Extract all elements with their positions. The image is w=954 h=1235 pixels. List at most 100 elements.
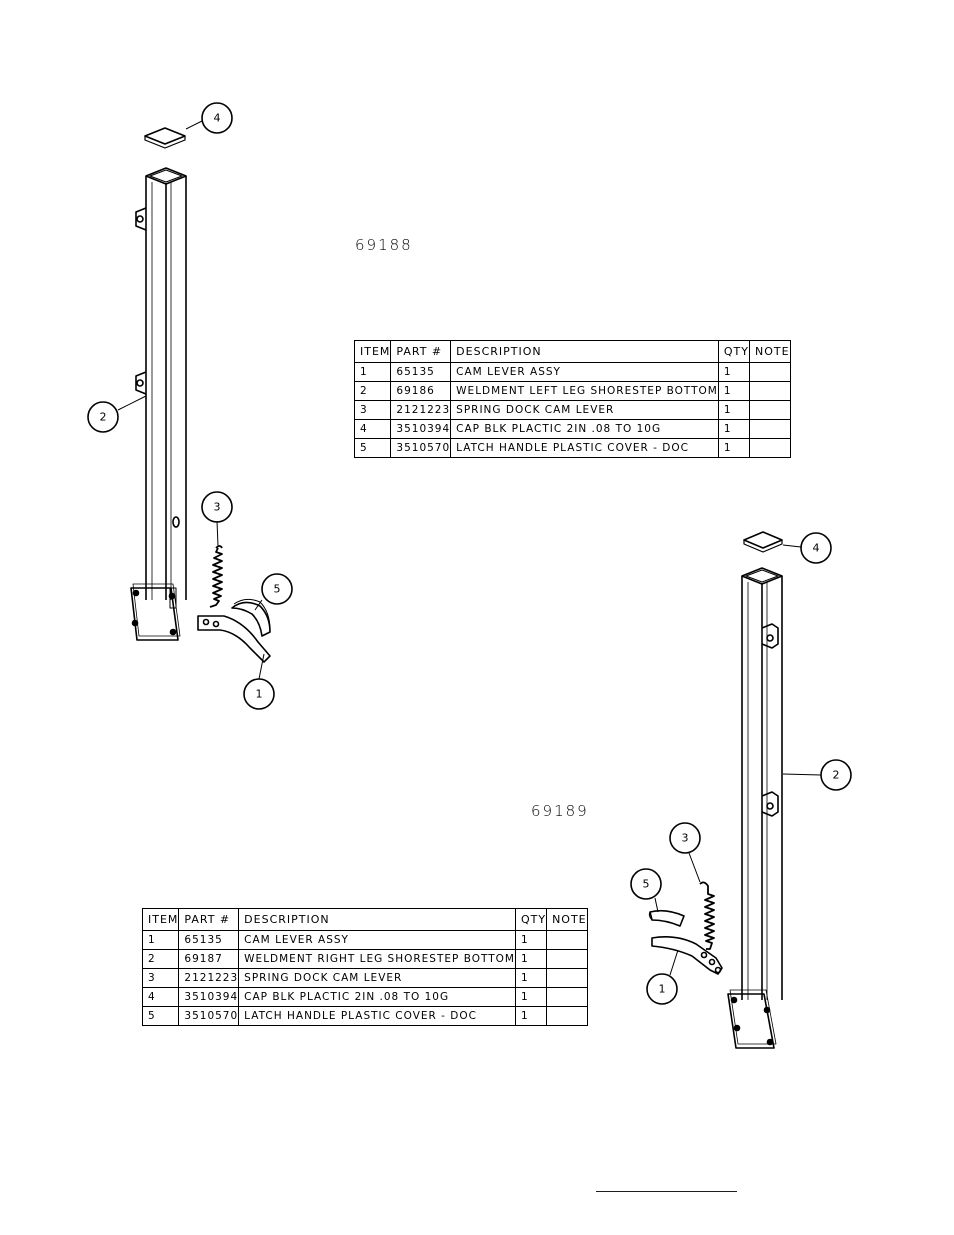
right-balloon-3-circle bbox=[669, 822, 701, 854]
cell-item: 3 bbox=[353, 400, 392, 420]
cell-part: 69187 bbox=[178, 949, 240, 969]
col-desc-header: DESCRIPTION bbox=[238, 908, 516, 931]
cell-item: 1 bbox=[353, 362, 392, 382]
right-bom-table: ITEM PART # DESCRIPTION QTY NOTE 1 65135… bbox=[141, 908, 588, 1026]
cell-part: 3510394 bbox=[178, 987, 240, 1007]
bom-header-row: ITEM PART # DESCRIPTION QTY NOTE bbox=[141, 908, 588, 931]
cell-desc: CAP BLK PLACTIC 2IN .08 TO 10G bbox=[450, 419, 719, 439]
col-qty-header: QTY bbox=[717, 340, 750, 363]
col-desc-header: DESCRIPTION bbox=[450, 340, 719, 363]
cell-item: 5 bbox=[353, 438, 392, 458]
cell-qty: 1 bbox=[717, 362, 750, 382]
right-balloon-2: 2 bbox=[833, 769, 840, 782]
cell-part: 3510394 bbox=[390, 419, 452, 439]
cell-qty: 1 bbox=[717, 400, 750, 420]
right-latch-cover-part bbox=[648, 909, 685, 927]
cell-desc: SPRING DOCK CAM LEVER bbox=[450, 400, 719, 420]
left-leg-weldment bbox=[130, 167, 187, 641]
left-balloon-4-circle bbox=[201, 102, 233, 134]
cell-note bbox=[748, 419, 791, 439]
cell-note bbox=[748, 381, 791, 401]
cell-part: 2121223 bbox=[178, 968, 240, 988]
cell-note bbox=[748, 400, 791, 420]
cell-desc: CAM LEVER ASSY bbox=[450, 362, 719, 382]
cell-qty: 1 bbox=[717, 438, 750, 458]
table-row: 5 3510570 LATCH HANDLE PLASTIC COVER - D… bbox=[141, 1006, 588, 1026]
right-balloon-5: 5 bbox=[643, 878, 650, 891]
cell-qty: 1 bbox=[514, 1006, 548, 1026]
cell-part: 3510570 bbox=[390, 438, 452, 458]
cell-item: 1 bbox=[141, 930, 180, 950]
cell-note bbox=[546, 1006, 588, 1026]
right-leg-weldment bbox=[727, 567, 783, 1049]
cell-qty: 1 bbox=[717, 419, 750, 439]
cell-part: 69186 bbox=[390, 381, 452, 401]
cell-item: 2 bbox=[141, 949, 180, 969]
left-balloon-4: 4 bbox=[214, 112, 221, 125]
right-cap-part bbox=[743, 531, 783, 553]
cell-note bbox=[546, 968, 588, 988]
table-row: 2 69187 WELDMENT RIGHT LEG SHORESTEP BOT… bbox=[141, 949, 588, 969]
cell-item: 2 bbox=[353, 381, 392, 401]
left-cap-part bbox=[144, 127, 186, 149]
cell-qty: 1 bbox=[717, 381, 750, 401]
cell-desc: WELDMENT RIGHT LEG SHORESTEP BOTTOM bbox=[238, 949, 516, 969]
left-balloon-1-circle bbox=[243, 678, 275, 710]
col-note-header: NOTE bbox=[546, 908, 588, 931]
cell-part: 65135 bbox=[390, 362, 452, 382]
cell-item: 4 bbox=[141, 987, 180, 1007]
cell-note bbox=[546, 987, 588, 1007]
cell-desc: SPRING DOCK CAM LEVER bbox=[238, 968, 516, 988]
right-balloon-1-circle bbox=[646, 973, 678, 1005]
right-balloon-4-circle bbox=[800, 532, 832, 564]
cell-note bbox=[546, 949, 588, 969]
right-assembly-part-number: 69189 bbox=[531, 802, 589, 820]
left-balloon-2-circle bbox=[87, 401, 119, 433]
left-cam-lever-part bbox=[197, 615, 271, 663]
left-balloon-5-circle bbox=[261, 573, 293, 605]
bom-header-row: ITEM PART # DESCRIPTION QTY NOTE bbox=[353, 340, 791, 363]
cell-part: 2121223 bbox=[390, 400, 452, 420]
right-spring-part bbox=[699, 881, 715, 950]
cell-part: 3510570 bbox=[178, 1006, 240, 1026]
cell-qty: 1 bbox=[514, 968, 548, 988]
cell-qty: 1 bbox=[514, 987, 548, 1007]
left-balloon-3-circle bbox=[201, 491, 233, 523]
table-row: 3 2121223 SPRING DOCK CAM LEVER 1 bbox=[141, 968, 588, 988]
right-balloon-4: 4 bbox=[813, 542, 820, 555]
right-balloon-3: 3 bbox=[682, 832, 689, 845]
cell-note bbox=[748, 438, 791, 458]
table-row: 4 3510394 CAP BLK PLACTIC 2IN .08 TO 10G… bbox=[353, 419, 791, 439]
left-balloon-3: 3 bbox=[214, 501, 221, 514]
table-row: 3 2121223 SPRING DOCK CAM LEVER 1 bbox=[353, 400, 791, 420]
left-balloon-2: 2 bbox=[100, 411, 107, 424]
table-row: 1 65135 CAM LEVER ASSY 1 bbox=[141, 930, 588, 950]
col-note-header: NOTE bbox=[748, 340, 791, 363]
cell-desc: WELDMENT LEFT LEG SHORESTEP BOTTOM bbox=[450, 381, 719, 401]
table-row: 5 3510570 LATCH HANDLE PLASTIC COVER - D… bbox=[353, 438, 791, 458]
right-balloon-1: 1 bbox=[659, 983, 666, 996]
cell-desc: CAM LEVER ASSY bbox=[238, 930, 516, 950]
cell-item: 3 bbox=[141, 968, 180, 988]
col-qty-header: QTY bbox=[514, 908, 548, 931]
col-item-header: ITEM bbox=[141, 908, 180, 931]
cell-desc: LATCH HANDLE PLASTIC COVER - DOC bbox=[450, 438, 719, 458]
cell-qty: 1 bbox=[514, 930, 548, 950]
cell-item: 5 bbox=[141, 1006, 180, 1026]
cell-note bbox=[546, 930, 588, 950]
table-row: 1 65135 CAM LEVER ASSY 1 bbox=[353, 362, 791, 382]
cell-desc: CAP BLK PLACTIC 2IN .08 TO 10G bbox=[238, 987, 516, 1007]
cell-part: 65135 bbox=[178, 930, 240, 950]
col-part-header: PART # bbox=[390, 340, 452, 363]
left-assembly-part-number: 69188 bbox=[355, 236, 413, 254]
cell-note bbox=[748, 362, 791, 382]
footer-link[interactable] bbox=[596, 1190, 737, 1192]
table-row: 2 69186 WELDMENT LEFT LEG SHORESTEP BOTT… bbox=[353, 381, 791, 401]
cell-qty: 1 bbox=[514, 949, 548, 969]
right-balloon-leaders bbox=[654, 544, 822, 976]
cell-item: 4 bbox=[353, 419, 392, 439]
left-spring-part bbox=[209, 545, 223, 608]
col-part-header: PART # bbox=[178, 908, 240, 931]
cell-desc: LATCH HANDLE PLASTIC COVER - DOC bbox=[238, 1006, 516, 1026]
